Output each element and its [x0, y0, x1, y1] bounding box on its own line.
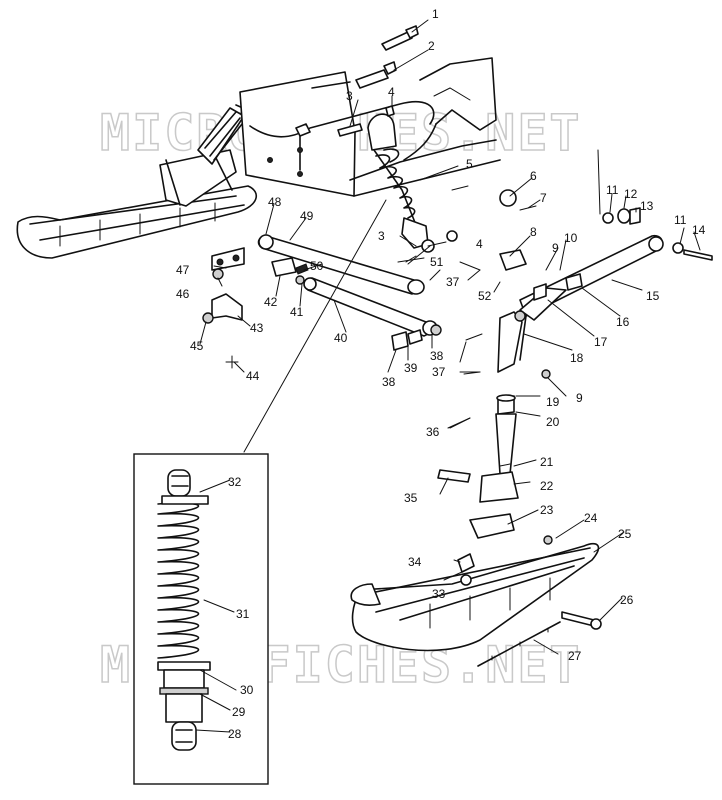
- callout-9a: 9: [552, 241, 559, 255]
- callout-30: 30: [240, 683, 254, 697]
- left-ski-assembly: [16, 104, 301, 259]
- callout-7: 7: [540, 191, 547, 205]
- callout-37a: 37: [446, 275, 460, 289]
- callout-38b: 38: [382, 375, 396, 389]
- callout-17: 17: [594, 335, 608, 349]
- callout-14: 14: [692, 223, 706, 237]
- callout-44: 44: [246, 369, 260, 383]
- callout-26: 26: [620, 593, 634, 607]
- callout-50: 50: [310, 259, 324, 273]
- callout-6: 6: [530, 169, 537, 183]
- callout-3b: 3: [378, 229, 385, 243]
- callout-40: 40: [334, 331, 348, 345]
- callout-23: 23: [540, 503, 554, 517]
- callout-48: 48: [268, 195, 282, 209]
- callout-41: 41: [290, 305, 304, 319]
- callout-4b: 4: [476, 237, 483, 251]
- callout-labels: 1 2 3 4 5 6 7 8 9 10 11 12 13 11 14 15 1…: [176, 7, 706, 741]
- callout-32: 32: [228, 475, 242, 489]
- callout-22: 22: [540, 479, 554, 493]
- callout-16: 16: [616, 315, 630, 329]
- callout-36: 36: [426, 425, 440, 439]
- bracket-parts: [202, 247, 309, 369]
- callout-5: 5: [466, 157, 473, 171]
- shock-inset: [133, 199, 387, 785]
- trailing-arms: [257, 234, 438, 337]
- callout-35: 35: [404, 491, 418, 505]
- callout-4a: 4: [388, 85, 395, 99]
- callout-13: 13: [640, 199, 654, 213]
- right-ski: [350, 535, 602, 667]
- callout-38a: 38: [430, 349, 444, 363]
- callout-9b: 9: [576, 391, 583, 405]
- callout-11a: 11: [606, 183, 619, 197]
- callout-43: 43: [250, 321, 264, 335]
- callout-8: 8: [530, 225, 537, 239]
- shock-absorber-upper: [367, 113, 435, 253]
- bulkhead-frame: [239, 57, 501, 197]
- callout-24: 24: [584, 511, 598, 525]
- callout-47: 47: [176, 263, 190, 277]
- callout-10: 10: [564, 231, 578, 245]
- a-arm-and-spindle: [391, 185, 664, 539]
- callout-2: 2: [428, 39, 435, 53]
- callout-28: 28: [228, 727, 242, 741]
- upper-bolts: [295, 25, 419, 137]
- callout-37b: 37: [432, 365, 446, 379]
- callout-34: 34: [408, 555, 422, 569]
- callout-11b: 11: [674, 213, 687, 227]
- callout-25: 25: [618, 527, 632, 541]
- callout-21: 21: [540, 455, 554, 469]
- callout-18: 18: [570, 351, 584, 365]
- callout-42: 42: [264, 295, 278, 309]
- callout-39: 39: [404, 361, 418, 375]
- callout-3a: 3: [346, 89, 353, 103]
- callout-51: 51: [430, 255, 444, 269]
- callout-45: 45: [190, 339, 204, 353]
- pivot-bolt-set: [597, 149, 713, 261]
- callout-19: 19: [546, 395, 560, 409]
- callout-27: 27: [568, 649, 582, 663]
- callout-31: 31: [236, 607, 250, 621]
- callout-52: 52: [478, 289, 492, 303]
- callout-49: 49: [300, 209, 314, 223]
- callout-15: 15: [646, 289, 660, 303]
- callout-12: 12: [624, 187, 638, 201]
- callout-46: 46: [176, 287, 190, 301]
- leader-lines: [195, 19, 701, 733]
- callout-33: 33: [432, 587, 446, 601]
- callout-20: 20: [546, 415, 560, 429]
- callout-29: 29: [232, 705, 246, 719]
- callout-1: 1: [432, 7, 439, 21]
